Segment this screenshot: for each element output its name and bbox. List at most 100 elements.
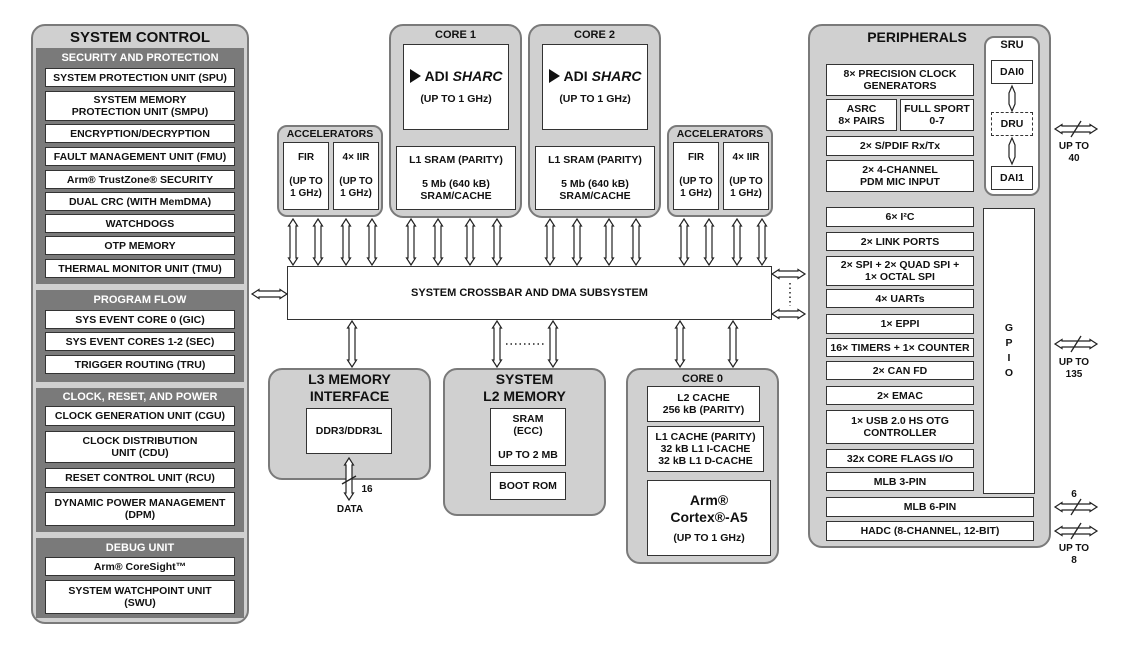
accel-right-iir: 4× IIR (UP TO 1 GHz) bbox=[723, 142, 769, 210]
peripheral-item: 16× TIMERS + 1× COUNTER bbox=[826, 338, 974, 357]
peripheral-item: 2× EMAC bbox=[826, 386, 974, 405]
bus-arrow bbox=[366, 217, 378, 267]
core0-speed: (UP TO 1 GHz) bbox=[673, 532, 745, 544]
l2-cache: L2 CACHE 256 kB (PARITY) bbox=[647, 386, 760, 422]
bus-arrow bbox=[731, 217, 743, 267]
bus-arrow bbox=[340, 217, 352, 267]
peripheral-item: 2× S/PDIF Rx/Tx bbox=[826, 136, 974, 156]
bus-arrow bbox=[770, 308, 807, 320]
label-up-to-40: UP TO 40 bbox=[1058, 141, 1090, 164]
clock-item: CLOCK GENERATION UNIT (CGU) bbox=[45, 406, 235, 426]
program-flow-title: PROGRAM FLOW bbox=[93, 294, 187, 306]
security-title: SECURITY AND PROTECTION bbox=[61, 52, 219, 64]
security-item: Arm® TrustZone® SECURITY bbox=[45, 170, 235, 189]
l2-sram: SRAM (ECC) UP TO 2 MB bbox=[490, 408, 566, 466]
clock-item: RESET CONTROL UNIT (RCU) bbox=[45, 468, 235, 488]
core1-speed: (UP TO 1 GHz) bbox=[420, 93, 492, 105]
peripheral-item: FULL SPORT 0-7 bbox=[900, 99, 974, 131]
bus-arrow bbox=[630, 217, 642, 267]
peripheral-item: MLB 3-PIN bbox=[826, 472, 974, 491]
clock-item: DYNAMIC POWER MANAGEMENT (DPM) bbox=[45, 492, 235, 526]
bus-arrow bbox=[603, 217, 615, 267]
bus-arrow bbox=[770, 268, 807, 280]
peripheral-item: HADC (8-CHANNEL, 12-BIT) bbox=[826, 521, 1034, 541]
l2-memory-title: SYSTEM L2 MEMORY bbox=[483, 371, 566, 404]
peripheral-item: 1× EPPI bbox=[826, 314, 974, 334]
ddr-bus-width: 16 bbox=[361, 484, 373, 495]
dai1: DAI1 bbox=[991, 166, 1033, 190]
peripheral-item: 32x CORE FLAGS I/O bbox=[826, 449, 974, 468]
security-item: FAULT MANAGEMENT UNIT (FMU) bbox=[45, 147, 235, 166]
bus-arrow bbox=[1008, 136, 1016, 166]
peripheral-item: MLB 6-PIN bbox=[826, 497, 1034, 517]
bus-arrow bbox=[287, 217, 299, 267]
bus-arrow bbox=[250, 288, 289, 300]
bus-slash bbox=[1070, 522, 1082, 540]
debug-item: SYSTEM WATCHPOINT UNIT (SWU) bbox=[45, 580, 235, 614]
ddr-interface: DDR3/DDR3L bbox=[306, 408, 392, 454]
gpio: G P I O bbox=[983, 208, 1035, 494]
security-item: DUAL CRC (WITH MemDMA) bbox=[45, 192, 235, 211]
label-up-to-8: UP TO 8 bbox=[1058, 543, 1090, 566]
core2-title: CORE 2 bbox=[574, 29, 615, 41]
accelerators-left-title: ACCELERATORS bbox=[286, 128, 374, 140]
accel-left-iir: 4× IIR (UP TO 1 GHz) bbox=[333, 142, 379, 210]
bus-arrow bbox=[571, 217, 583, 267]
security-item: OTP MEMORY bbox=[45, 236, 235, 255]
peripherals-title: PERIPHERALS bbox=[867, 29, 967, 45]
label-six: 6 bbox=[1071, 489, 1077, 500]
core0-title: CORE 0 bbox=[682, 373, 723, 385]
bus-arrow bbox=[405, 217, 417, 267]
security-item: SYSTEM PROTECTION UNIT (SPU) bbox=[45, 68, 235, 87]
peripheral-item: 4× UARTs bbox=[826, 289, 974, 308]
system-control-title: SYSTEM CONTROL bbox=[69, 29, 210, 46]
arm-cortex-a5: Arm® Cortex®-A5 (UP TO 1 GHz) bbox=[647, 480, 771, 556]
dai0: DAI0 bbox=[991, 60, 1033, 84]
core1-l1-sram: L1 SRAM (PARITY) 5 Mb (640 kB) SRAM/CACH… bbox=[396, 146, 516, 210]
bus-arrow bbox=[756, 217, 768, 267]
l1-cache: L1 CACHE (PARITY) 32 kB L1 I-CACHE 32 kB… bbox=[647, 426, 764, 472]
bus-arrow bbox=[674, 319, 686, 369]
bus-slash bbox=[1070, 120, 1082, 138]
l3-memory-title: L3 MEMORY INTERFACE bbox=[308, 371, 391, 404]
bus-slash bbox=[1070, 498, 1082, 516]
bus-arrow bbox=[727, 319, 739, 369]
bus-slash bbox=[1070, 335, 1082, 353]
security-item: ENCRYPTION/DECRYPTION bbox=[45, 124, 235, 143]
peripheral-item: ASRC 8× PAIRS bbox=[826, 99, 897, 131]
bus-arrow bbox=[312, 217, 324, 267]
security-item: SYSTEM MEMORY PROTECTION UNIT (SMPU) bbox=[45, 91, 235, 121]
debug-item: Arm® CoreSight™ bbox=[45, 557, 235, 576]
bus-arrow bbox=[491, 217, 503, 267]
bus-arrow bbox=[703, 217, 715, 267]
core1-title: CORE 1 bbox=[435, 29, 476, 41]
core2-speed: (UP TO 1 GHz) bbox=[559, 93, 631, 105]
core2-l1-sram: L1 SRAM (PARITY) 5 Mb (640 kB) SRAM/CACH… bbox=[535, 146, 655, 210]
bus-arrow bbox=[678, 217, 690, 267]
accel-right-fir: FIR (UP TO 1 GHz) bbox=[673, 142, 719, 210]
peripheral-item: 6× I²C bbox=[826, 207, 974, 227]
security-item: THERMAL MONITOR UNIT (TMU) bbox=[45, 259, 235, 278]
clock-title: CLOCK, RESET, AND POWER bbox=[62, 391, 218, 403]
debug-title: DEBUG UNIT bbox=[105, 542, 175, 554]
peripheral-item: 2× SPI + 2× QUAD SPI + 1× OCTAL SPI bbox=[826, 256, 974, 286]
bus-arrow bbox=[547, 319, 559, 369]
boot-rom: BOOT ROM bbox=[490, 472, 566, 500]
dru: DRU bbox=[991, 112, 1033, 136]
program-flow-item: SYS EVENT CORES 1-2 (SEC) bbox=[45, 332, 235, 351]
security-item: WATCHDOGS bbox=[45, 214, 235, 233]
bus-arrow bbox=[491, 319, 503, 369]
system-crossbar: SYSTEM CROSSBAR AND DMA SUBSYSTEM bbox=[287, 266, 772, 320]
ddr-data-label: DATA bbox=[336, 504, 364, 515]
peripheral-item: 2× LINK PORTS bbox=[826, 232, 974, 251]
program-flow-item: TRIGGER ROUTING (TRU) bbox=[45, 355, 235, 374]
arm-cortex-label: Arm® Cortex®-A5 bbox=[670, 492, 748, 525]
peripheral-item: 8× PRECISION CLOCK GENERATORS bbox=[826, 64, 974, 96]
bus-arrow bbox=[432, 217, 444, 267]
bus-slash bbox=[341, 475, 357, 485]
bus-arrow bbox=[544, 217, 556, 267]
